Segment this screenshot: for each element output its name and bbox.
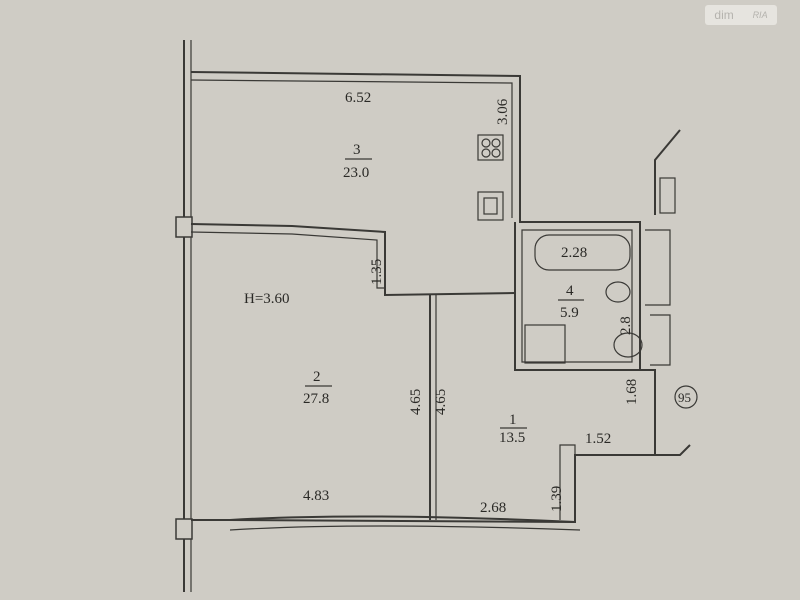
apartment-number-circle xyxy=(674,385,698,409)
sink-kitchen-icon xyxy=(477,191,504,221)
stove-icon xyxy=(477,134,504,161)
ceiling-height: H=3.60 xyxy=(244,291,290,307)
dim-corridor-depth: 1.68 xyxy=(624,379,640,405)
sink-icon xyxy=(613,332,643,358)
dim-room2-depth-right: 4.65 xyxy=(433,389,449,415)
bathtub xyxy=(534,234,631,271)
dim-room2-width: 4.83 xyxy=(303,488,329,504)
dim-room3-width: 6.52 xyxy=(345,90,371,106)
dim-corridor-width: 1.52 xyxy=(585,431,611,447)
room-4-area: 5.9 xyxy=(560,305,579,321)
room-1-number: 1 xyxy=(509,412,517,428)
dim-wall-offset: 1.35 xyxy=(369,259,385,285)
room-4-number: 4 xyxy=(566,283,574,299)
dim-room1-width: 2.68 xyxy=(480,500,506,516)
watermark-dim: dim xyxy=(714,8,734,22)
toilet-icon xyxy=(605,281,631,303)
dim-bath-length: 2.28 xyxy=(561,245,587,261)
dim-room3-depth: 3.06 xyxy=(495,98,511,125)
watermark-ria: RIA xyxy=(752,10,768,20)
walls xyxy=(190,71,698,531)
apartment-number: 95 xyxy=(678,390,691,405)
dim-room1-step: 1.39 xyxy=(549,486,565,512)
dim-bathroom-depth: 2.8 xyxy=(618,316,634,335)
room-3-number: 3 xyxy=(353,142,361,158)
watermark: dim RIA xyxy=(705,5,777,25)
dim-room2-depth-left: 4.65 xyxy=(408,389,424,415)
room-2-number: 2 xyxy=(313,369,321,385)
exterior-wall xyxy=(175,40,193,592)
room-1-area: 13.5 xyxy=(499,430,525,446)
room-3-area: 23.0 xyxy=(343,165,369,181)
room-2-area: 27.8 xyxy=(303,391,329,407)
washing-machine xyxy=(524,324,566,364)
